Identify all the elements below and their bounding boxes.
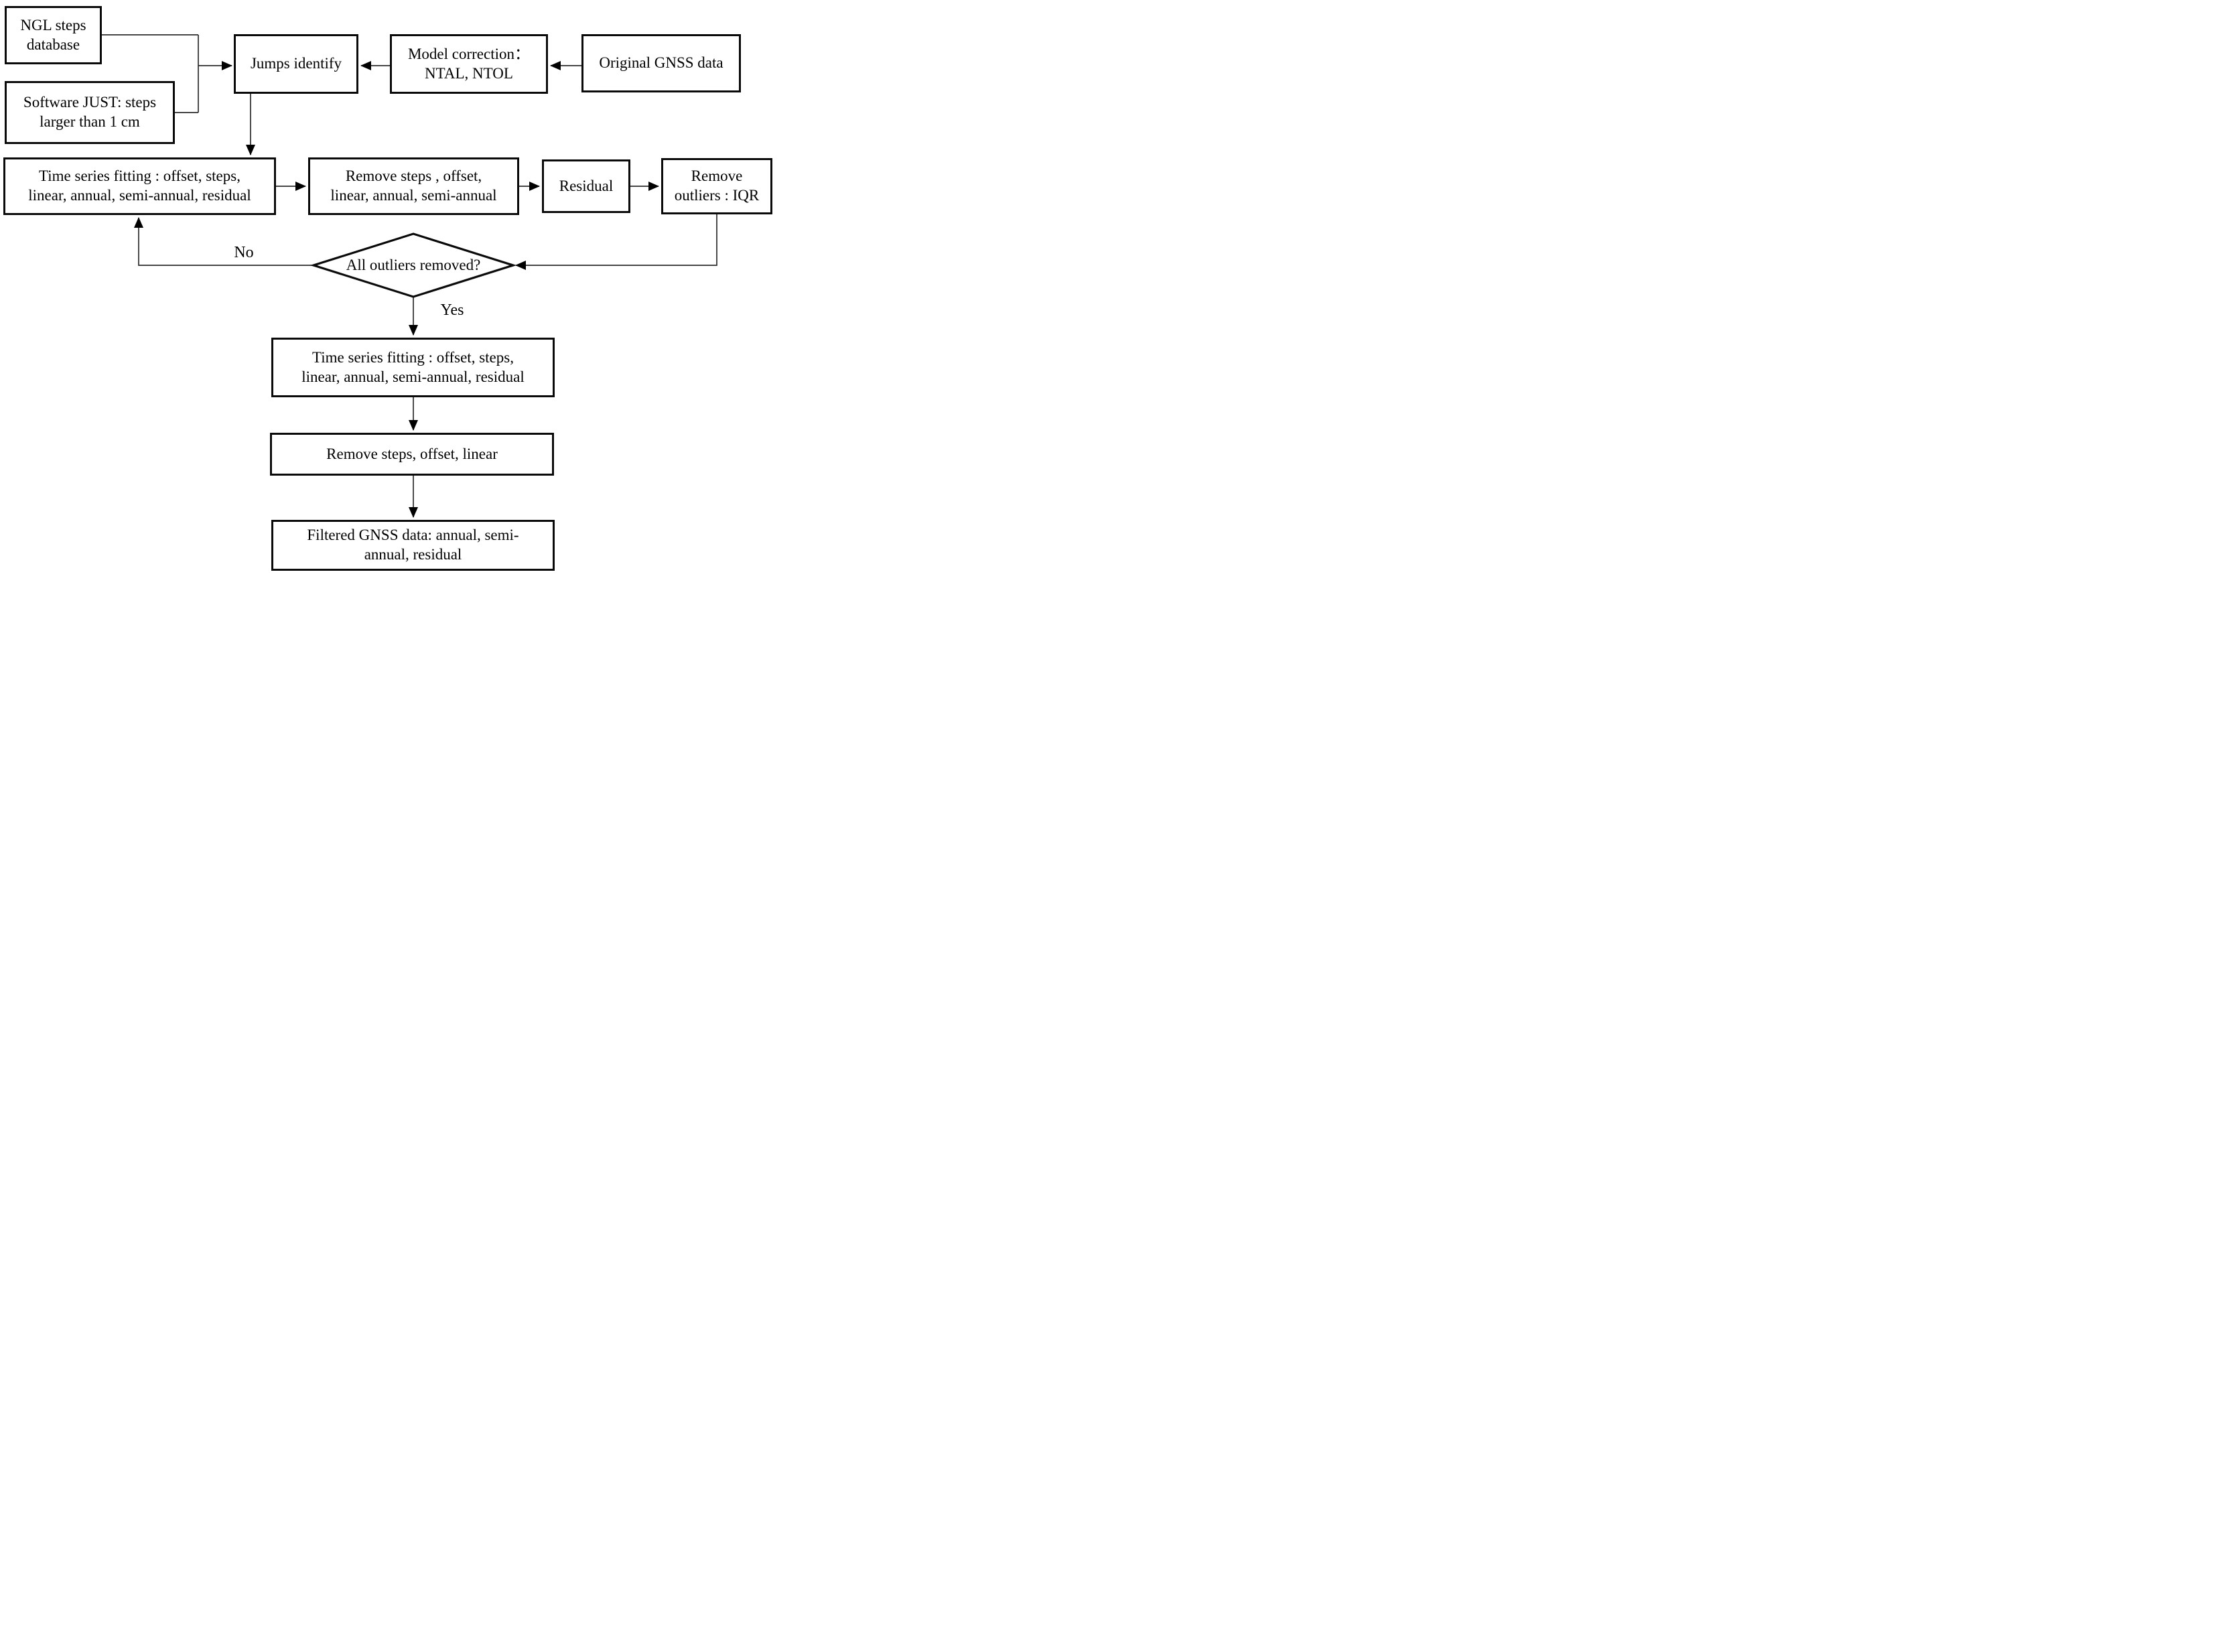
node-label: outliers : IQR bbox=[674, 187, 760, 204]
flowchart-connectors bbox=[102, 34, 717, 518]
node-time-series-fitting-2: Time series fitting : offset, steps, lin… bbox=[271, 338, 555, 397]
node-software-just: Software JUST: steps larger than 1 cm bbox=[5, 81, 175, 144]
node-label: linear, annual, semi-annual bbox=[330, 187, 497, 204]
node-remove-fitted-components: Remove steps , offset, linear, annual, s… bbox=[308, 157, 519, 215]
node-label: NTAL, NTOL bbox=[425, 64, 513, 82]
node-remove-outliers-iqr: Remove outliers : IQR bbox=[661, 158, 772, 214]
node-label: Filtered GNSS data: annual, semi- bbox=[307, 527, 519, 544]
node-time-series-fitting-1: Time series fitting : offset, steps, lin… bbox=[3, 157, 276, 215]
node-label: Original GNSS data bbox=[599, 54, 723, 72]
node-filtered-gnss-data: Filtered GNSS data: annual, semi- annual… bbox=[271, 520, 555, 571]
node-label: Residual bbox=[559, 177, 614, 194]
node-label: linear, annual, semi-annual, residual bbox=[301, 368, 525, 385]
edge-label-no: No bbox=[234, 244, 254, 261]
node-label: linear, annual, semi-annual, residual bbox=[28, 187, 251, 204]
node-residual: Residual bbox=[542, 159, 630, 213]
node-label: Time series fitting : offset, steps, bbox=[39, 167, 240, 185]
node-original-gnss-data: Original GNSS data bbox=[581, 34, 741, 92]
node-label: database bbox=[26, 36, 80, 53]
edge-decision-no-to-fitting1-arrow bbox=[134, 217, 314, 266]
node-label: annual, residual bbox=[364, 546, 462, 563]
decision-diamond-shape bbox=[309, 232, 517, 298]
node-ngl-steps-database: NGL steps database bbox=[5, 6, 102, 64]
node-label: Model correction： bbox=[407, 45, 531, 62]
edge-label-yes: Yes bbox=[440, 301, 464, 319]
node-label: Remove steps , offset, bbox=[345, 167, 482, 185]
node-label: larger than 1 cm bbox=[40, 113, 140, 130]
decision-label: All outliers removed? bbox=[346, 257, 481, 273]
node-model-correction: Model correction： NTAL, NTOL bbox=[390, 34, 548, 94]
node-label: Remove bbox=[691, 167, 743, 185]
node-label: NGL steps bbox=[20, 16, 86, 33]
node-label: Jumps identify bbox=[250, 55, 342, 72]
node-label: Time series fitting : offset, steps, bbox=[312, 348, 514, 366]
node-label: Remove steps, offset, linear bbox=[326, 445, 498, 462]
node-remove-steps-offset-linear: Remove steps, offset, linear bbox=[270, 433, 554, 476]
edge-iqr-to-decision-arrow bbox=[515, 214, 717, 270]
flowchart-gnss-processing: NGL steps database Software JUST: steps … bbox=[0, 0, 775, 578]
node-jumps-identify: Jumps identify bbox=[234, 34, 358, 94]
node-label: Software JUST: steps bbox=[23, 94, 157, 111]
decision-all-outliers-removed: All outliers removed? bbox=[314, 234, 513, 297]
